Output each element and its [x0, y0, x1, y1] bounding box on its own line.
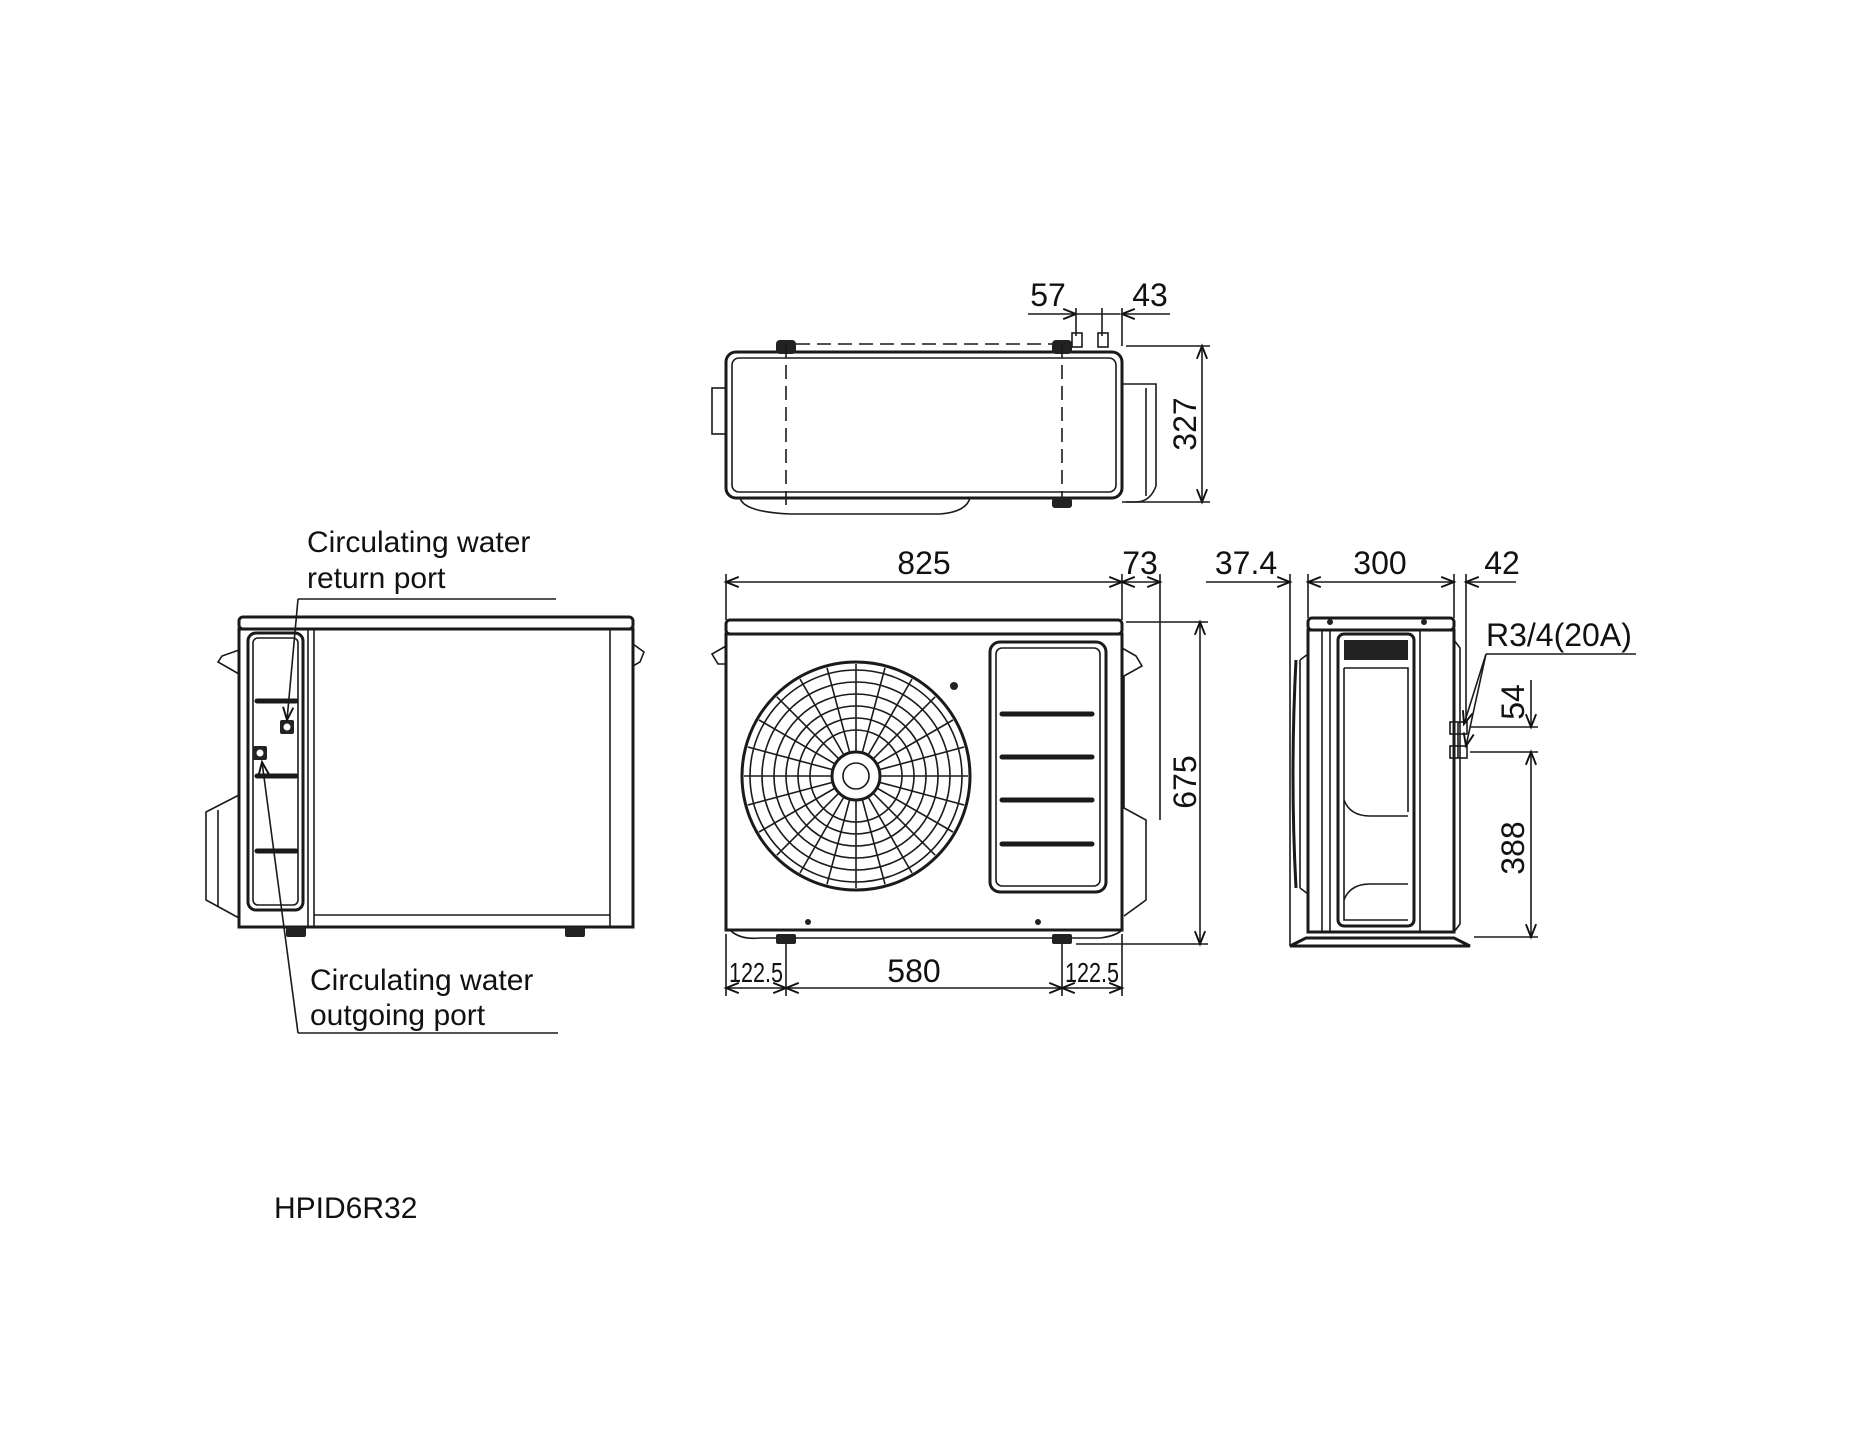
dim-825-label: 825 [897, 545, 950, 581]
fan-spoke [758, 787, 836, 833]
dim-left-foot-label: 122.5 [729, 957, 783, 988]
rear-view: Circulating water return port Circulatin… [205, 526, 645, 1034]
dim-right-foot-label: 122.5 [1065, 957, 1119, 988]
fan-grille [740, 660, 972, 892]
fan-spoke [799, 678, 845, 756]
fan-spoke [861, 667, 886, 754]
fan-spoke [826, 667, 851, 754]
return-port-label-line2: return port [307, 562, 446, 595]
fan-spoke [799, 796, 845, 874]
fan-spoke [872, 696, 936, 760]
return-port-label-line1: Circulating water [307, 526, 530, 559]
top-view: 57 43 327 [711, 277, 1210, 515]
dim-54-label: 54 [1495, 684, 1531, 720]
fan-spoke [867, 678, 913, 756]
thread-spec-label: R3/4(20A) [1486, 617, 1632, 653]
dim-57-label: 57 [1030, 277, 1066, 313]
fan-spoke [776, 696, 840, 760]
dim-675-label: 675 [1167, 755, 1203, 808]
fan-spoke [876, 787, 954, 833]
fan-spoke [776, 792, 840, 856]
fan-spoke [747, 746, 834, 771]
dim-300-label: 300 [1353, 545, 1406, 581]
model-label: HPID6R32 [274, 1192, 417, 1225]
outgoing-port-label-line1: Circulating water [310, 964, 533, 997]
fan-spoke [861, 798, 886, 885]
fan-spoke [758, 719, 836, 765]
outgoing-port-label-line2: outgoing port [310, 999, 486, 1032]
fan-spoke [747, 781, 834, 806]
dim-42-label: 42 [1484, 545, 1520, 581]
fan-spoke [867, 796, 913, 874]
fan-spoke [826, 798, 851, 885]
side-view: 37.4 300 42 R3/4(20A) 54 388 [1206, 545, 1636, 948]
dim-580-label: 580 [887, 953, 940, 989]
fan-spoke [878, 781, 965, 806]
front-view: 825 73 675 122.5 580 122.5 [710, 545, 1208, 996]
fan-spoke [872, 792, 936, 856]
dim-388-label: 388 [1495, 821, 1531, 874]
dim-73-label: 73 [1122, 545, 1158, 581]
fan-spoke [878, 746, 965, 771]
dim-43-label: 43 [1132, 277, 1168, 313]
fan-spoke [876, 719, 954, 765]
dim-37-4-label: 37.4 [1215, 545, 1277, 581]
dim-327-label: 327 [1167, 397, 1203, 450]
